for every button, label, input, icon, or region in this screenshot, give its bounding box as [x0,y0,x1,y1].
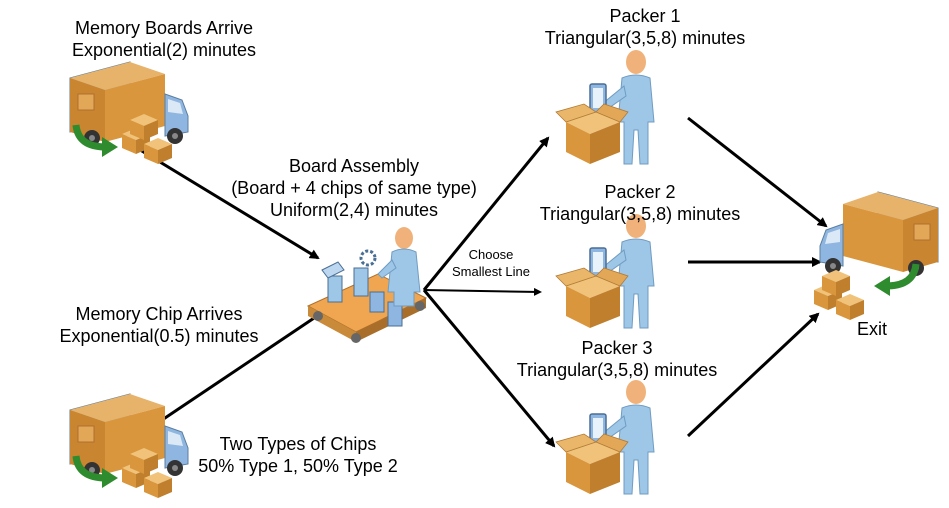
routing-line2: Smallest Line [451,264,531,279]
packer-1-label: Packer 1 Triangular(3,5,8) minutes [520,5,770,49]
arrow-chips-to-assembly [161,308,328,422]
boxes-icon [814,270,864,320]
assembly-detail: (Board + 4 chips of same type) [231,178,477,198]
packer-3-distribution: Triangular(3,5,8) minutes [516,360,718,380]
assembly-distribution: Uniform(2,4) minutes [269,200,439,220]
chips-distribution: Exponential(0.5) minutes [59,326,259,346]
boards-title: Memory Boards Arrive [74,18,254,38]
packer-3-name: Packer 3 [581,338,653,358]
boards-arrival-label: Memory Boards Arrive Exponential(2) minu… [44,17,284,61]
packer-1-distribution: Triangular(3,5,8) minutes [544,28,746,48]
chip-types-label: Two Types of Chips 50% Type 1, 50% Type … [168,433,428,477]
arrow-to-packer-3 [422,289,556,448]
chips-arrival-label: Memory Chip Arrives Exponential(0.5) min… [24,303,294,347]
boards-distribution: Exponential(2) minutes [71,40,257,60]
packer-3-label: Packer 3 Triangular(3,5,8) minutes [492,337,742,381]
exit-label: Exit [842,318,902,340]
exit-text: Exit [856,319,887,339]
arrow-to-packer-1 [422,136,550,291]
exit-truck-icon [819,191,939,277]
packer-icon [555,213,655,329]
arrow-to-packer-2 [423,287,542,296]
assembly-title: Board Assembly [288,156,420,176]
chip-types-line1: Two Types of Chips [219,434,377,454]
arrow-packer-1-to-exit [687,116,828,228]
arrow-boards-to-assembly [131,143,320,260]
packer-2-distribution: Triangular(3,5,8) minutes [539,204,741,224]
arrow-packer-3-to-exit [686,312,820,438]
assembly-station-icon [306,225,428,345]
packer-2-name: Packer 2 [604,182,676,202]
assembly-label: Board Assembly (Board + 4 chips of same … [206,155,502,221]
packer-2-label: Packer 2 Triangular(3,5,8) minutes [515,181,765,225]
packer-icon [555,379,655,495]
packer-1-name: Packer 1 [609,6,681,26]
routing-label: Choose Smallest Line [436,246,546,280]
packer-icon [555,49,655,165]
chips-title: Memory Chip Arrives [75,304,243,324]
routing-line1: Choose [468,247,514,262]
chip-types-line2: 50% Type 1, 50% Type 2 [198,456,398,476]
